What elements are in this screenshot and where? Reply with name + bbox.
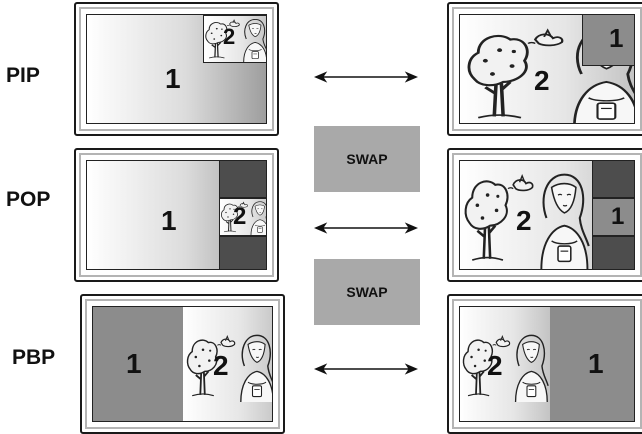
pip-main-window: 1 2 bbox=[86, 14, 267, 124]
pbp-tv-after: 2 1 bbox=[447, 294, 642, 434]
pbp-screen: 2 1 bbox=[459, 306, 635, 422]
double-arrow-icon bbox=[314, 221, 418, 235]
pop-side-panel-top bbox=[219, 160, 267, 198]
sub-window-number: 2 bbox=[233, 205, 246, 229]
main-window-number: 1 bbox=[126, 350, 142, 378]
sub-window-number: 2 bbox=[223, 26, 235, 48]
mode-label-pop: POP bbox=[6, 188, 50, 212]
scene-illustration bbox=[204, 16, 267, 62]
pip-tv-before: 1 2 bbox=[74, 2, 279, 136]
mode-label-pbp: PBP bbox=[12, 346, 55, 370]
pbp-tv-before: 1 2 bbox=[80, 294, 285, 434]
swap-button[interactable]: SWAP bbox=[314, 126, 420, 192]
main-window-number: 1 bbox=[165, 65, 181, 93]
sub-window-number: 2 bbox=[516, 207, 532, 235]
pbp-right-window: 2 bbox=[183, 306, 273, 422]
main-window-number: 1 bbox=[161, 207, 177, 235]
pop-side-panel-top bbox=[592, 160, 635, 198]
pbp-screen: 1 2 bbox=[92, 306, 273, 422]
pbp-left-window: 1 bbox=[92, 306, 184, 422]
pip-tv-after: 2 1 bbox=[447, 2, 642, 136]
main-window-number: 1 bbox=[611, 205, 624, 229]
double-arrow-icon bbox=[314, 362, 418, 376]
double-arrow-icon bbox=[314, 70, 418, 84]
pop-main-window: 1 2 bbox=[86, 160, 267, 270]
pbp-right-window: 1 bbox=[550, 306, 635, 422]
pop-sub-window: 1 bbox=[592, 198, 635, 236]
pop-main-window: 2 1 bbox=[459, 160, 635, 270]
pip-main-window: 2 1 bbox=[459, 14, 635, 124]
sub-window-number: 2 bbox=[534, 67, 550, 95]
sub-window-number: 2 bbox=[487, 352, 503, 380]
pop-tv-after: 2 1 bbox=[447, 148, 642, 282]
scene-illustration bbox=[461, 330, 549, 402]
swap-button[interactable]: SWAP bbox=[314, 259, 420, 325]
main-window-number: 1 bbox=[588, 350, 604, 378]
pop-side-panel-bottom bbox=[592, 236, 635, 270]
pop-tv-before: 1 2 bbox=[74, 148, 279, 282]
pip-sub-window: 2 bbox=[203, 15, 267, 63]
mode-label-pip: PIP bbox=[6, 64, 40, 88]
pop-side-panel-bottom bbox=[219, 236, 267, 270]
main-window-number: 1 bbox=[609, 25, 623, 51]
pip-sub-window: 1 bbox=[582, 14, 635, 66]
pop-sub-window: 2 bbox=[219, 198, 267, 236]
pbp-left-window: 2 bbox=[459, 306, 551, 422]
sub-window-number: 2 bbox=[213, 352, 229, 380]
scene-illustration bbox=[185, 330, 273, 402]
